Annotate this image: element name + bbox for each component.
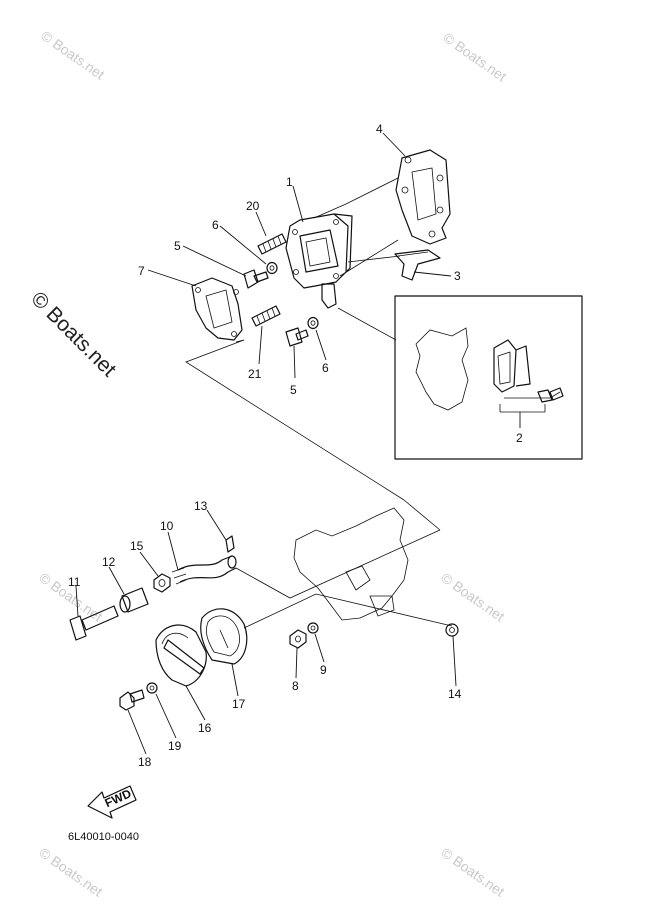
callout-4: 4 <box>376 122 383 136</box>
callout-10: 10 <box>160 519 174 533</box>
washer-14 <box>445 623 459 637</box>
crankcase-outline <box>293 507 409 621</box>
gasket-4 <box>395 149 451 245</box>
callout-5-lower: 5 <box>290 383 297 397</box>
assembly-lines-lower <box>235 529 453 629</box>
silencer-cover-16 <box>155 624 207 687</box>
washer-6-upper <box>266 261 278 275</box>
callout-13: 13 <box>194 499 208 513</box>
watermark-mid-right: © Boats.net <box>438 569 507 624</box>
reed-valve-body-1 <box>285 177 399 309</box>
watermark-bottom-right: © Boats.net <box>438 844 507 899</box>
washer-9 <box>307 622 319 634</box>
washer-19 <box>146 682 158 694</box>
bolt-5-lower <box>285 327 309 347</box>
callout-17: 17 <box>232 697 246 711</box>
diagram-code: 6L40010-0040 <box>68 831 139 843</box>
leader-lines <box>75 132 457 755</box>
callout-11: 11 <box>68 575 81 589</box>
clamp-13 <box>225 535 235 553</box>
callout-5-upper: 5 <box>174 239 181 253</box>
assembly-lines-upper <box>185 339 441 531</box>
hose-10 <box>171 555 237 585</box>
gasket-7 <box>191 277 243 341</box>
callout-12: 12 <box>102 555 116 569</box>
stud-21 <box>251 305 281 327</box>
callout-9: 9 <box>320 663 327 677</box>
nut-15 <box>153 573 171 593</box>
callout-6-lower: 6 <box>322 361 329 375</box>
silencer-body-17 <box>200 608 248 665</box>
fwd-arrow-icon: FWD <box>87 785 137 819</box>
callout-14: 14 <box>448 687 462 701</box>
callout-6-upper: 6 <box>212 218 219 232</box>
detail-inset <box>337 295 583 460</box>
callout-20: 20 <box>246 199 260 213</box>
watermark-top-right: © Boats.net <box>440 29 509 84</box>
callout-1: 1 <box>286 175 293 189</box>
washer-6-lower <box>307 316 319 330</box>
bolt-5-upper <box>243 269 269 289</box>
bolt-18 <box>119 689 145 711</box>
watermark-bottom-left: © Boats.net <box>36 844 105 899</box>
nut-8 <box>289 629 307 649</box>
callout-21: 21 <box>248 367 262 381</box>
watermark-main: © Boats.net <box>26 287 120 381</box>
fwd-label: FWD <box>103 786 134 810</box>
callout-3: 3 <box>454 269 461 283</box>
callout-8: 8 <box>292 679 299 693</box>
watermark-group: © Boats.net © Boats.net © Boats.net © Bo… <box>26 27 509 899</box>
callout-18: 18 <box>138 755 152 769</box>
callout-15: 15 <box>130 539 144 553</box>
bolt-11 <box>69 605 119 641</box>
stud-20 <box>257 233 287 255</box>
grommet-12 <box>119 587 149 613</box>
watermark-top-left: © Boats.net <box>38 27 107 82</box>
callout-7: 7 <box>138 264 145 278</box>
reed-valve-3 <box>347 249 441 281</box>
callout-19: 19 <box>168 739 182 753</box>
callouts: 1 2 3 4 5 5 6 6 7 8 9 10 11 12 13 14 15 … <box>68 122 523 769</box>
callout-16: 16 <box>198 721 212 735</box>
callout-2: 2 <box>516 431 523 445</box>
